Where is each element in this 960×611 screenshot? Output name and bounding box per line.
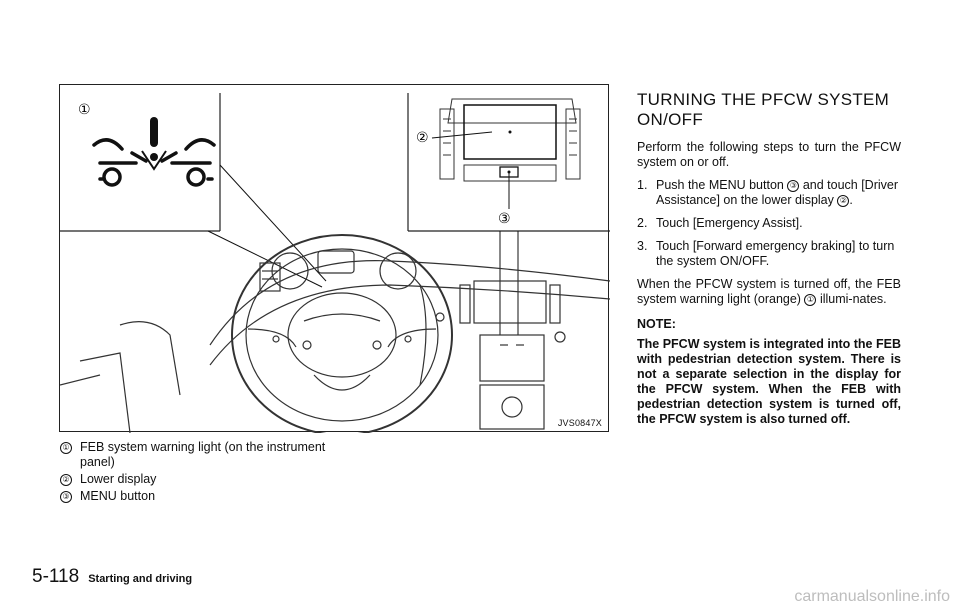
intro-paragraph: Perform the following steps to turn the … [637,140,901,169]
step-item: 2. Touch [Emergency Assist]. [637,216,901,231]
callout-2: ② [416,130,429,146]
page-number: 5-118 [32,566,80,587]
note-label: NOTE: [637,317,676,331]
step-item: 1. Push the MENU button ③ and touch [Dri… [637,178,901,208]
dashboard-illustration: ① ② ③ [60,93,610,433]
legend-text: MENU button [80,489,156,503]
step-text: and touch [Driver Assistance] on the low… [656,178,899,207]
step-number: 3. [637,239,648,253]
ref-lower-display: ② [837,195,850,207]
legend-num: ③ [60,491,72,503]
feb-warning-icon [92,138,216,187]
step-text: Touch [Emergency Assist]. [656,216,803,230]
step-text: Push the MENU button [656,178,784,192]
ref-menu-button: ③ [787,180,800,192]
legend-num: ② [60,474,72,486]
step-text: . [849,193,853,207]
warning-light-inset: ① [60,93,221,232]
legend-item: ③ MENU button [60,489,360,504]
step-item: 3. Touch [Forward emergency braking] to … [637,239,901,269]
watermark: carmanualsonline.info [794,588,950,605]
lower-display [463,104,557,160]
after-paragraph: When the PFCW system is turned off, the … [637,277,901,307]
dashboard-drawing [60,234,610,433]
legend-text: FEB system warning light (on the instrum… [80,440,326,469]
step-number: 2. [637,216,648,230]
page-footer: 5-118 Starting and driving [32,566,192,588]
ref-warning-light: ① [804,294,817,306]
after-text: illumi-nates. [819,292,887,306]
callout-3: ③ [498,211,511,227]
legend-item: ① FEB system warning light (on the instr… [60,440,360,470]
after-text: When the PFCW system is turned off, the … [637,277,901,306]
step-text: Touch [Forward emergency braking] to tur… [656,239,895,268]
step-number: 1. [637,178,648,192]
legend-num: ① [60,442,72,454]
legend-text: Lower display [80,472,157,486]
section-heading: TURNING THE PFCW SYSTEM ON/OFF [637,90,890,129]
callout-1: ① [78,102,91,118]
figure-code: JVS0847X [557,418,602,428]
legend-item: ② Lower display [60,472,360,487]
note-text: The PFCW system is integrated into the F… [637,337,901,426]
illustration-figure: ① ② ③ [59,84,610,433]
center-display-inset: ② ③ [407,93,610,232]
footer-section: Starting and driving [88,573,193,585]
section-body: TURNING THE PFCW SYSTEM ON/OFF Perform t… [637,90,901,427]
figure-legend: ① FEB system warning light (on the instr… [60,440,360,506]
